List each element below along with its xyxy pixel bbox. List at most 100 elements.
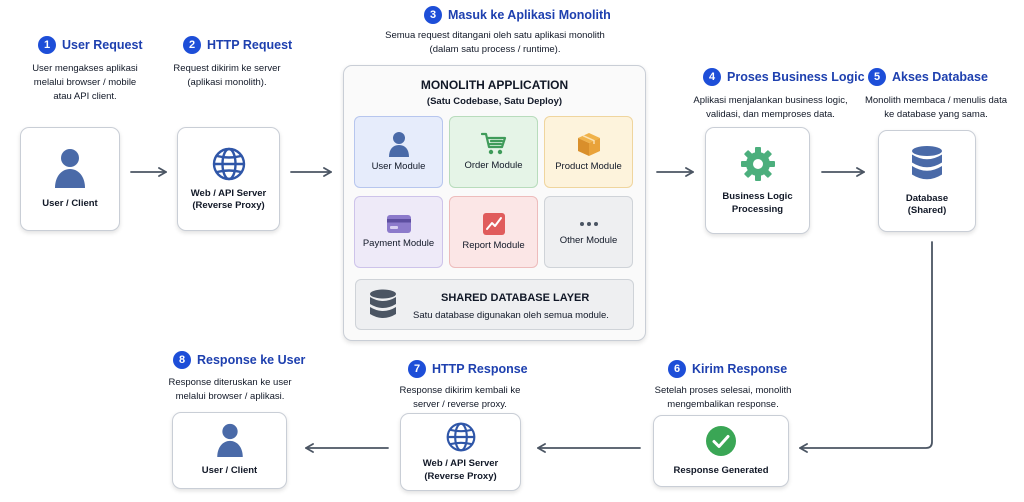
step-4-desc-line: Aplikasi menjalankan business logic, <box>693 95 848 106</box>
user-icon <box>388 131 409 157</box>
user-module-label: User Module <box>372 161 426 173</box>
response-generated-node: Response Generated <box>653 415 789 487</box>
module-label-line: Module <box>394 160 426 172</box>
module-label-line: User <box>371 160 392 172</box>
database-label-line: (Shared) <box>907 205 947 216</box>
more-dots-icon <box>579 221 598 226</box>
step-5-desc-line: ke database yang sama. <box>884 108 988 120</box>
step-6-desc-line: mengembalikan response. <box>667 398 779 410</box>
other-module: Other Module <box>544 196 633 268</box>
step-2-title: HTTP Request <box>207 38 293 52</box>
step-2-badge: 2 <box>183 36 201 54</box>
step-6-header: 6 Kirim Response <box>668 360 787 378</box>
step-3-desc-line: (dalam satu process / runtime). <box>429 43 561 55</box>
module-label-line: Module <box>586 234 618 246</box>
module-label-line: Order <box>464 159 489 171</box>
step-8-header: 8 Response ke User <box>173 351 305 369</box>
credit-card-icon <box>386 214 411 233</box>
web-api-server-node-top: Web / API Server (Reverse Proxy) <box>177 127 280 231</box>
database-label-line: Database <box>905 192 949 204</box>
module-label-line: Module <box>590 160 622 172</box>
step-5-header: 5 Akses Database <box>868 68 988 86</box>
step-6-badge: 6 <box>668 360 686 378</box>
business-logic-label: Business Logic Processing <box>722 191 792 216</box>
user-client-label: User / Client <box>201 465 258 477</box>
web-api-server-label: Web / API Server (Reverse Proxy) <box>191 188 267 213</box>
gear-icon <box>740 147 775 182</box>
server-label-line: (Reverse Proxy) <box>424 470 497 482</box>
step-8-desc-line: melalui browser / aplikasi. <box>175 390 285 402</box>
step-1-header: 1 User Request <box>38 36 143 54</box>
step-5-title: Akses Database <box>892 70 988 84</box>
step-8-title: Response ke User <box>197 353 306 367</box>
order-module: Order Module <box>449 116 538 188</box>
user-module: User Module <box>354 116 443 188</box>
user-client-node-bottom: User / Client <box>172 412 287 489</box>
step-4-badge: 4 <box>703 68 721 86</box>
step-3-desc-line: Semua request ditangani oleh satu aplika… <box>385 30 605 41</box>
report-chart-icon <box>482 212 505 235</box>
step-7-desc-line: server / reverse proxy. <box>413 398 507 410</box>
module-label-line: Module <box>493 239 525 251</box>
database-icon <box>370 289 396 318</box>
module-label-line: Payment <box>362 237 401 249</box>
module-label-line: Module <box>402 237 435 249</box>
shared-database-description: Satu database digunakan oleh semua modul… <box>413 310 609 321</box>
monolith-subtitle: (Satu Codebase, Satu Deploy) <box>426 96 563 107</box>
product-module: Product Module <box>544 116 633 188</box>
arrow-database-to-response <box>799 241 933 453</box>
globe-icon <box>212 147 245 180</box>
step-4-header: 4 Proses Business Logic <box>703 68 865 86</box>
module-label-line: Other <box>559 234 584 246</box>
business-label-line: Processing <box>731 203 784 215</box>
step-4-description: Aplikasi menjalankan business logic, val… <box>683 94 858 122</box>
step-1-desc-line: atau API client. <box>53 90 117 102</box>
step-7-desc-line: Response dikirim kembali ke <box>399 385 521 396</box>
step-3-header: 3 Masuk ke Aplikasi Monolith <box>424 6 611 24</box>
step-6-desc-line: Setelah proses selesai, monolith <box>654 385 792 396</box>
step-3-title: Masuk ke Aplikasi Monolith <box>448 8 611 22</box>
step-1-description: User mengakses aplikasi melalui browser … <box>20 62 150 103</box>
user-icon <box>216 424 243 458</box>
module-label-line: Module <box>491 159 523 171</box>
step-2-header: 2 HTTP Request <box>183 36 292 54</box>
user-client-node-top: User / Client <box>20 127 120 231</box>
step-4-desc-line: validasi, dan memproses data. <box>706 108 835 120</box>
business-logic-node: Business Logic Processing <box>705 127 810 234</box>
payment-module: Payment Module <box>354 196 443 268</box>
step-6-description: Setelah proses selesai, monolith mengemb… <box>638 384 808 412</box>
step-1-badge: 1 <box>38 36 56 54</box>
step-8-desc-line: Response diteruskan ke user <box>168 377 292 388</box>
server-label-line: (Reverse Proxy) <box>192 200 265 211</box>
step-5-description: Monolith membaca / menulis data ke datab… <box>856 94 1016 122</box>
user-icon <box>55 148 85 188</box>
step-3-description: Semua request ditangani oleh satu aplika… <box>370 29 620 57</box>
shopping-cart-icon <box>480 132 506 155</box>
step-6-title: Kirim Response <box>692 362 788 376</box>
step-3-badge: 3 <box>424 6 442 24</box>
shared-database-title: SHARED DATABASE LAYER <box>441 292 590 304</box>
payment-module-label: Payment Module <box>363 238 434 250</box>
server-label-line: Web / API Server <box>190 187 267 199</box>
step-8-badge: 8 <box>173 351 191 369</box>
monolith-title: MONOLITH APPLICATION <box>420 78 569 92</box>
step-1-desc-line: melalui browser / mobile <box>33 76 137 88</box>
order-module-label: Order Module <box>464 160 522 172</box>
report-module: Report Module <box>449 196 538 268</box>
step-7-description: Response dikirim kembali ke server / rev… <box>385 384 535 412</box>
report-module-label: Report Module <box>462 240 524 252</box>
web-api-server-node-bottom: Web / API Server (Reverse Proxy) <box>400 413 521 491</box>
database-node: Database (Shared) <box>878 130 976 232</box>
step-8-description: Response diteruskan ke user melalui brow… <box>160 376 300 404</box>
step-7-title: HTTP Response <box>432 362 528 376</box>
step-2-description: Request dikirim ke server (aplikasi mono… <box>162 62 292 90</box>
database-icon <box>912 145 942 179</box>
database-label: Database (Shared) <box>906 193 948 218</box>
server-label-line: Web / API Server <box>422 458 499 470</box>
globe-icon <box>446 422 475 452</box>
step-1-desc-line: User mengakses aplikasi <box>32 63 138 74</box>
business-label-line: Business Logic <box>722 191 793 203</box>
step-1-title: User Request <box>62 38 143 52</box>
module-label-line: Report <box>462 239 491 251</box>
